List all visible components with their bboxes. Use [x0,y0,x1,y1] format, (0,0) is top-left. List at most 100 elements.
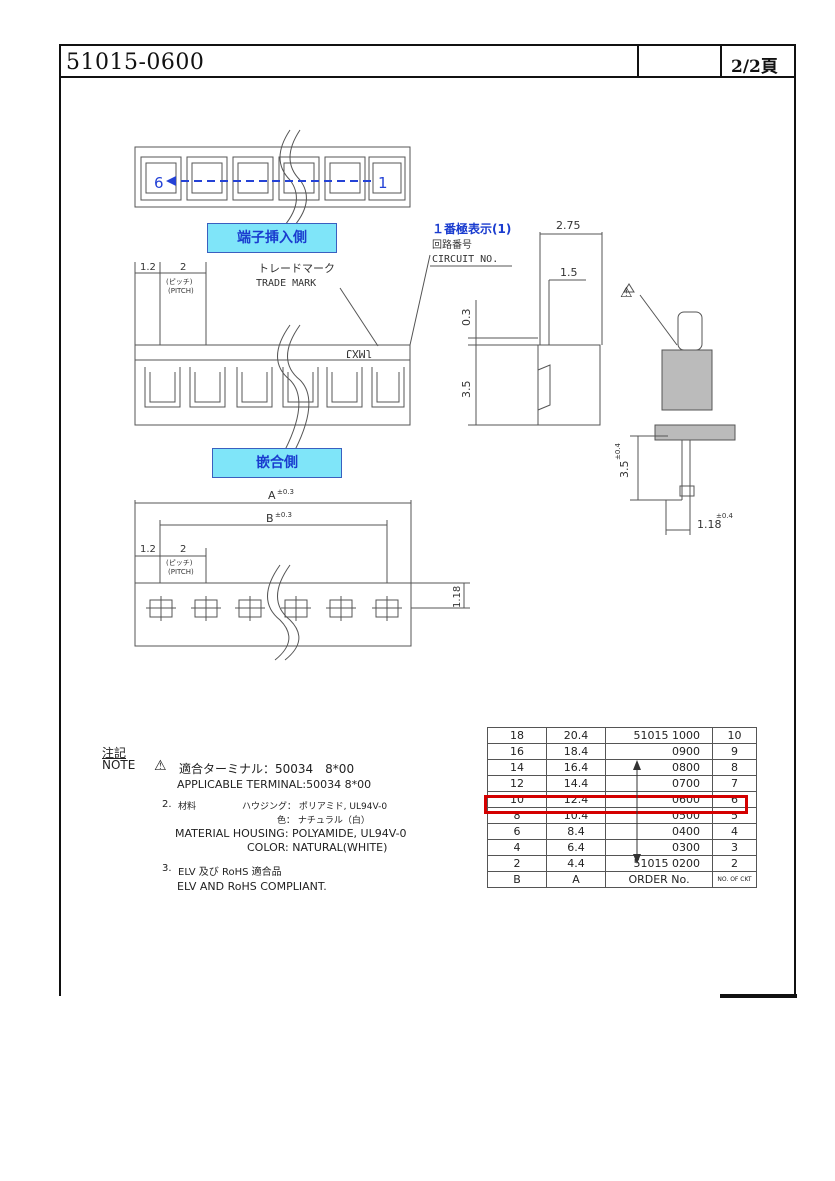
top-view-housing [134,146,411,208]
tol-B: ±0.3 [275,511,292,519]
cell-ckt: 3 [712,839,757,856]
trademark-en: TRADE MARK [256,278,316,289]
dim-pitch-top: 2 [180,262,186,273]
title-block [59,44,796,78]
tol-0-4-terminal: ±0.4 [614,442,622,460]
dim-1-2-top: 1.2 [140,262,156,273]
note3-en: ELV AND RoHS COMPLIANT. [177,880,327,893]
header-A: A [546,871,606,888]
cell-ckt: 2 [712,855,757,872]
dim-1-18-terminal: 1.18 [697,518,722,531]
order-table-header-row: B A ORDER No. NO. OF CKT [487,871,757,888]
top-view-cells [140,156,406,201]
insert-view-housing [134,344,411,426]
arrow-head-icon [166,176,176,186]
cell-dim-B: 14 [487,759,547,776]
terminal-detail [623,283,736,535]
note2-jp-color: 色： ナチュラル（白） [277,816,370,826]
cell-ckt: 8 [712,759,757,776]
notes-title-en: NOTE [102,758,136,772]
pitch-jp-bottom: (ピッチ) [166,559,193,567]
header-no-of-ckt: NO. OF CKT [712,871,757,888]
note2-en-color: COLOR: NATURAL(WHITE) [247,841,388,854]
header-order-no: ORDER No. [605,871,713,888]
pin6-label: 6 [154,174,164,192]
cell-ckt: 9 [712,743,757,760]
cell-dim-A: 6.4 [546,839,606,856]
title-divider-2 [720,44,722,78]
dim-pitch-bottom: 2 [180,544,186,555]
circuit-no-jp: 回路番号 [432,238,472,251]
insert-side-label: 端子挿入側 [207,223,337,253]
frame-bottom-bar [720,994,797,998]
dim-2-75: 2.75 [556,219,581,232]
dim-B: B [266,512,274,525]
note2-number: 2. [162,799,172,810]
dim-1-5: 1.5 [560,266,578,279]
cell-dim-A: 16.4 [546,759,606,776]
note3-number: 3. [162,863,172,874]
cell-order-no: 0400 [605,823,713,840]
cell-order-no: 0900 [605,743,713,760]
cell-dim-A: 8.4 [546,823,606,840]
mating-side-label: 嵌合側 [212,448,342,478]
side-section-view [468,232,603,426]
note2-jp-material: 材料 [178,802,197,812]
dim-A: A [268,489,276,502]
cell-dim-B: 2 [487,855,547,872]
housing-marking: lMXJ [346,347,373,360]
note2-jp-housing: ハウジング： ポリアミド, UL94V-0 [242,802,388,812]
dim-1-2-bottom: 1.2 [140,544,156,555]
insert-view-cavities [144,367,405,408]
cell-dim-A: 4.4 [546,855,606,872]
cell-dim-B: 12 [487,775,547,792]
dim-3-5-side: 3.5 [460,381,473,399]
pin1-label: 1 [378,174,388,192]
note3-jp: ELV 及び RoHS 適合品 [178,867,282,878]
break-line-4 [287,324,310,451]
drawing-frame [59,44,796,996]
dim-3-5-terminal: 3.5 [618,461,631,479]
dim-1-18-bottom: 1.18 [452,586,463,608]
note2-en-material: MATERIAL HOUSING: POLYAMIDE, UL94V-0 [175,827,407,840]
cell-dim-B: 6 [487,823,547,840]
break-line-2 [289,129,307,226]
cell-order-no: 0300 [605,839,713,856]
cell-order-no: 51015 1000 [605,727,713,744]
break-line-6 [277,564,300,661]
cell-dim-A: 20.4 [546,727,606,744]
part-number-title: 51015-0600 [66,50,205,75]
title-divider-1 [637,44,639,78]
cell-ckt: 10 [712,727,757,744]
tol-0-4b-terminal: ±0.4 [716,512,734,520]
notes-title-jp: 注記 [102,746,127,760]
break-line-1 [279,129,297,226]
page-indicator: 2/2頁 [731,57,778,77]
cell-dim-B: 16 [487,743,547,760]
pitch-en-top: (PITCH) [168,287,194,295]
pitch-jp-top: (ピッチ) [166,278,193,286]
cell-dim-B: 4 [487,839,547,856]
note1-jp: 適合ターミナル：50034 8*00 [179,762,355,776]
break-line-3 [277,324,300,451]
pitch-en-bottom: (PITCH) [168,568,194,576]
cell-order-no: 0800 [605,759,713,776]
highlighted-row-box [484,795,748,814]
tol-A: ±0.3 [277,488,294,496]
cell-dim-B: 18 [487,727,547,744]
cell-ckt: 7 [712,775,757,792]
cell-ckt: 4 [712,823,757,840]
header-B: B [487,871,547,888]
note1-warning-icon: ⚠ [154,758,167,774]
cell-dim-A: 14.4 [546,775,606,792]
mating-view-contacts [146,596,402,621]
